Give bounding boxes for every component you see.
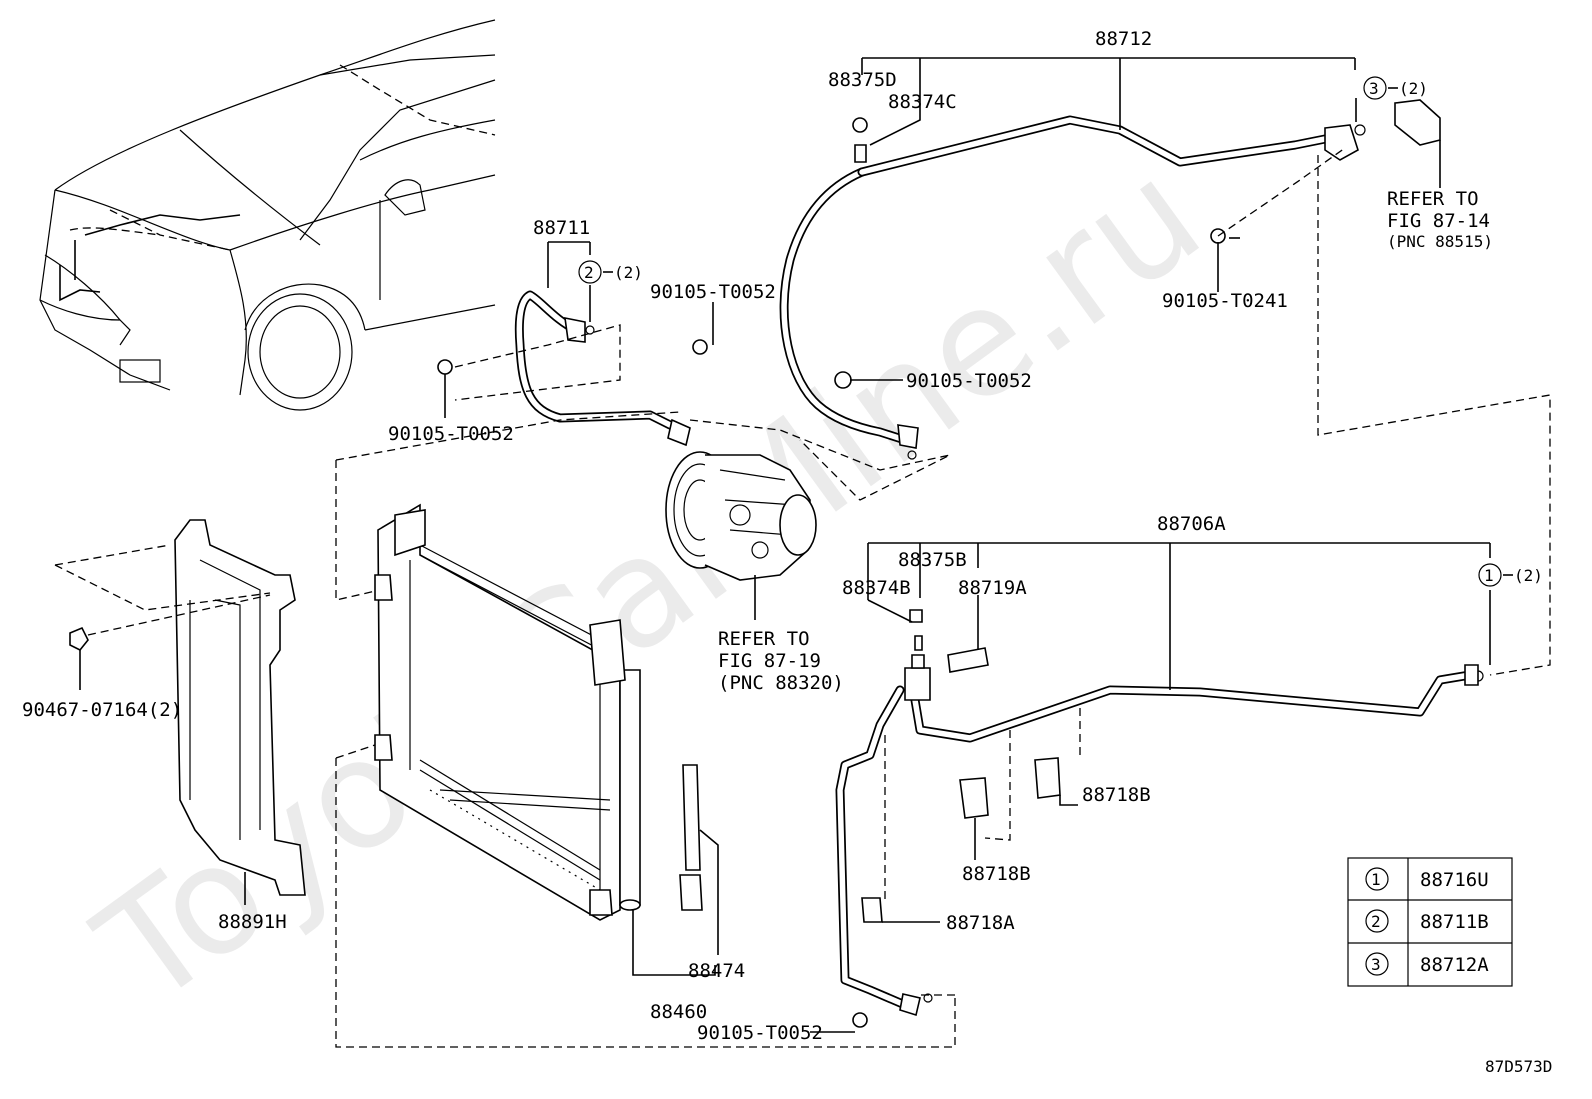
callout-3-qty: (2) (1399, 79, 1428, 98)
refer-87-14-line3: (PNC 88515) (1387, 232, 1493, 251)
condenser-88460 (374, 503, 716, 976)
label-90105-T0052-hose[interactable]: 90105-T0052 (388, 423, 514, 445)
leaders-88712 (850, 57, 1551, 676)
diagram-code: 87D573D (1485, 1057, 1552, 1076)
label-88460[interactable]: 88460 (650, 1001, 707, 1023)
label-88718B-lower[interactable]: 88718B (962, 863, 1031, 885)
seal-88891H (54, 519, 306, 905)
refer-fig-87-14[interactable]: REFER TO FIG 87-14 (PNC 88515) (1387, 188, 1493, 251)
label-88711[interactable]: 88711 (533, 217, 590, 239)
label-88718A[interactable]: 88718A (946, 912, 1015, 934)
part-labels: 88712 88375D 88374C 88711 90105-T0052 90… (22, 28, 1552, 1076)
compressor (665, 451, 817, 620)
car-illustration (39, 19, 496, 411)
legend-2-number: 2 (1371, 912, 1381, 931)
label-88375D[interactable]: 88375D (828, 69, 897, 91)
dryer-88474 (679, 764, 719, 955)
callout-3-number: 3 (1369, 79, 1379, 98)
leaders-88706A (810, 542, 1491, 1033)
label-88706A[interactable]: 88706A (1157, 513, 1226, 535)
label-88474[interactable]: 88474 (688, 960, 745, 982)
refer-87-19-line1: REFER TO (718, 628, 810, 650)
callout-1-number: 1 (1484, 566, 1494, 585)
label-88718B-right[interactable]: 88718B (1082, 784, 1151, 806)
refer-87-19-line3: (PNC 88320) (718, 672, 844, 694)
refer-87-14-line2: FIG 87-14 (1387, 210, 1490, 232)
label-88374B[interactable]: 88374B (842, 577, 911, 599)
refer-87-19-line2: FIG 87-19 (718, 650, 821, 672)
label-90105-T0052-bottom[interactable]: 90105-T0052 (697, 1022, 823, 1044)
legend-table: 1 88716U 2 88711B 3 88712A (1347, 857, 1513, 987)
label-90467-07164[interactable]: 90467-07164(2) (22, 699, 182, 721)
label-88712[interactable]: 88712 (1095, 28, 1152, 50)
leaders-88711 (335, 241, 951, 601)
label-88891H[interactable]: 88891H (218, 911, 287, 933)
suction-hose-88711 (437, 290, 708, 447)
legend-3-part[interactable]: 88712A (1420, 954, 1489, 976)
callout-3: 3 (2) (1363, 76, 1428, 100)
legend-1-number: 1 (1371, 870, 1381, 889)
condenser-fins (429, 789, 611, 891)
label-90105-T0052-compressor[interactable]: 90105-T0052 (650, 281, 776, 303)
callout-2: 2 (2) (578, 260, 643, 284)
legend-3-number: 3 (1371, 955, 1381, 974)
callout-2-number: 2 (584, 263, 594, 282)
callout-2-qty: (2) (614, 263, 643, 282)
legend-row-1: 1 88716U (1365, 867, 1489, 891)
legend-1-part[interactable]: 88716U (1420, 869, 1489, 891)
label-88375B[interactable]: 88375B (898, 549, 967, 571)
legend-row-2: 2 88711B (1365, 909, 1489, 933)
label-88374C[interactable]: 88374C (888, 91, 957, 113)
callout-1: 1 (2) (1478, 563, 1543, 587)
callout-1-qty: (2) (1514, 566, 1543, 585)
label-90105-T0241[interactable]: 90105-T0241 (1162, 290, 1288, 312)
legend-2-part[interactable]: 88711B (1420, 911, 1489, 933)
label-90105-T0052-discharge[interactable]: 90105-T0052 (906, 370, 1032, 392)
refer-87-14-line1: REFER TO (1387, 188, 1479, 210)
legend-row-3: 3 88712A (1365, 952, 1489, 976)
label-88719A[interactable]: 88719A (958, 577, 1027, 599)
liquid-pipe-88706A (835, 609, 1484, 1028)
refer-fig-87-19[interactable]: REFER TO FIG 87-19 (PNC 88320) (718, 628, 844, 694)
